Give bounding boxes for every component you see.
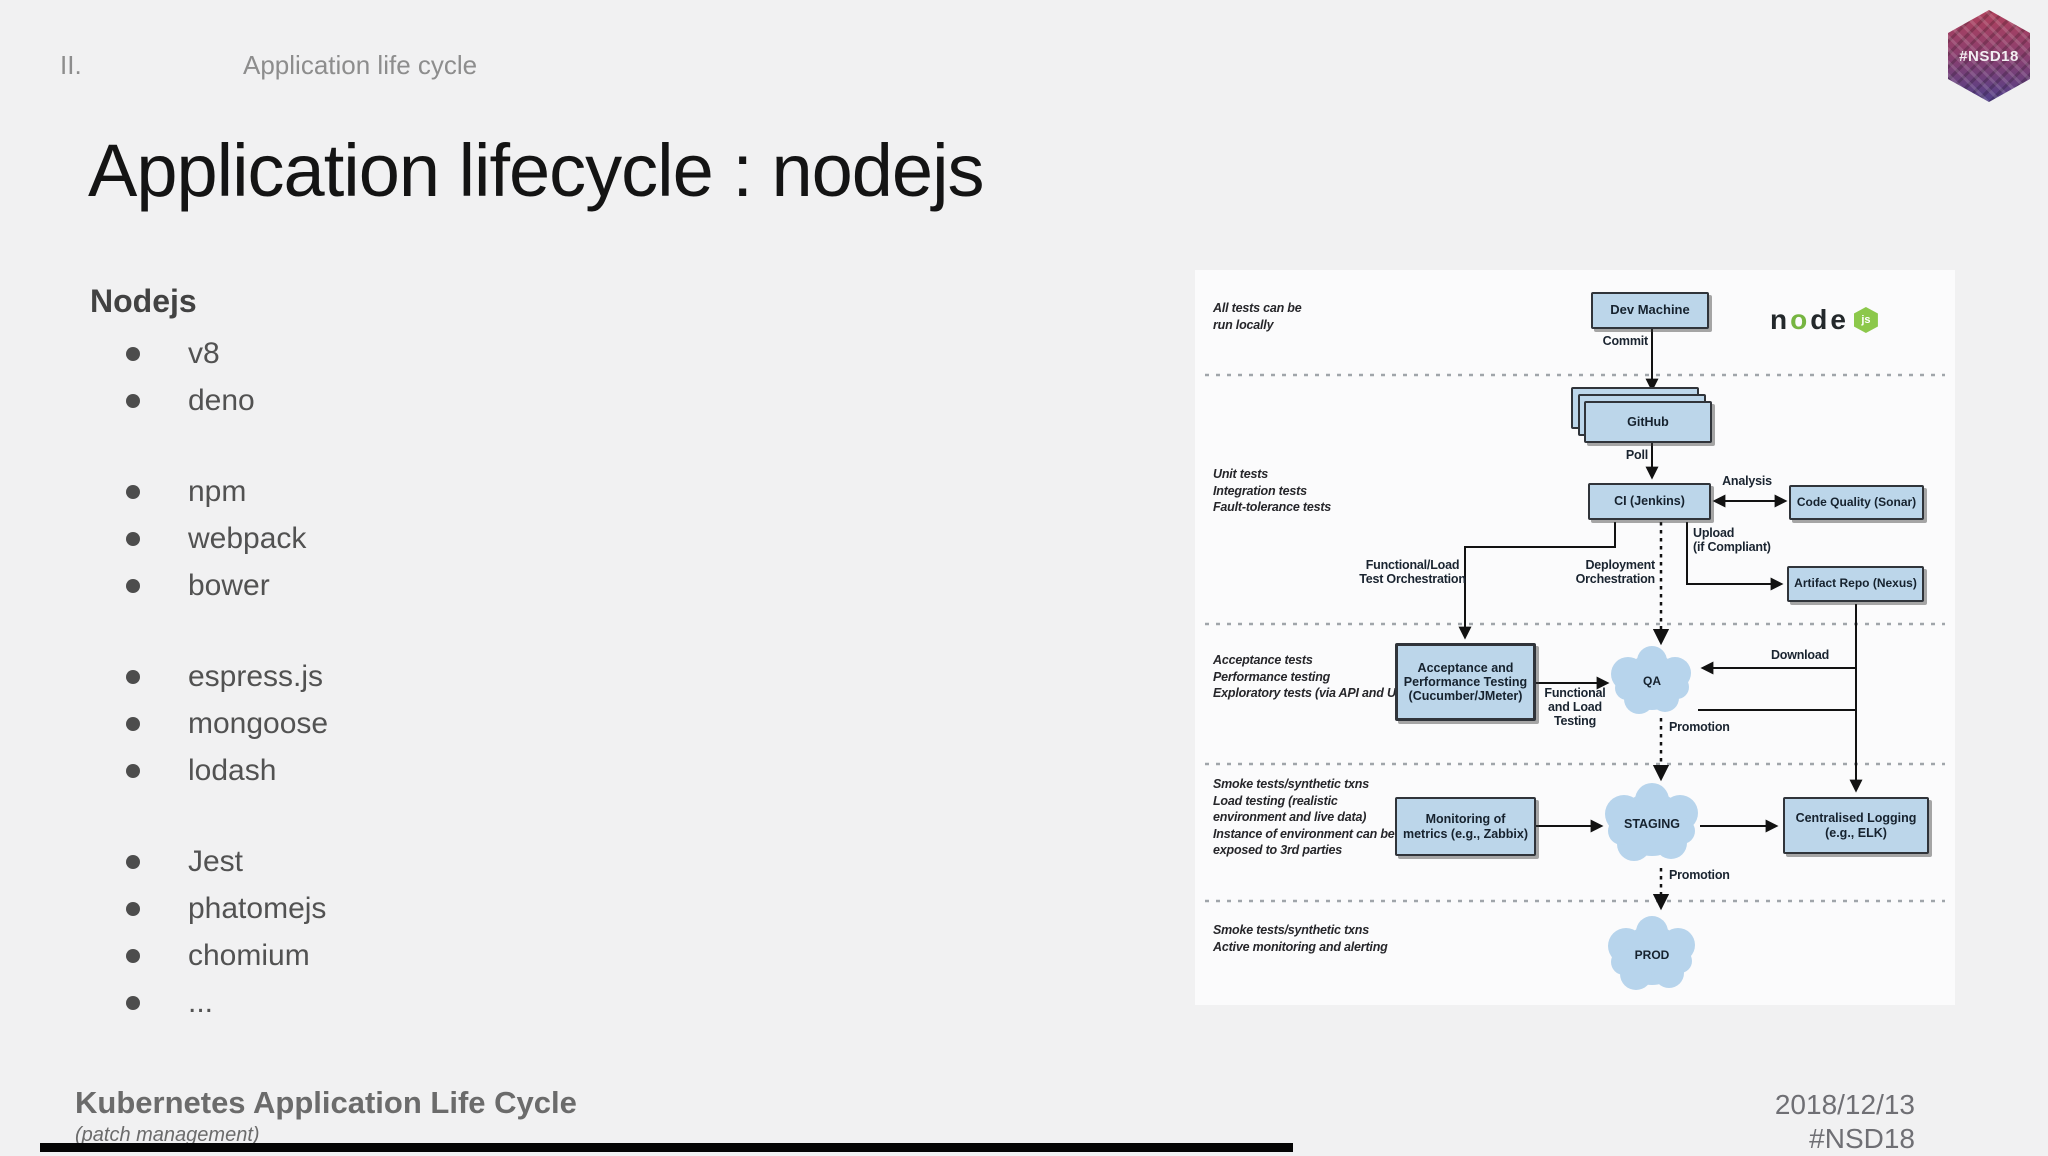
list-item: lodash [126,747,328,794]
list-item: v8 [126,330,328,377]
annotation-local: All tests can be run locally [1213,300,1373,333]
annotation-ci: Unit tests Integration tests Fault-toler… [1213,466,1393,516]
node-github: GitHub [1584,401,1712,443]
list-item-label: webpack [188,522,306,556]
nodejs-logo-letter: o [1790,306,1810,334]
bullet-icon [126,670,140,684]
node-artifact-repo: Artifact Repo (Nexus) [1787,566,1924,602]
list-item-label: ... [188,986,213,1020]
list-item: espress.js [126,653,328,700]
bullet-icon [126,485,140,499]
cloud-staging: STAGING [1607,817,1697,831]
footer-title: Kubernetes Application Life Cycle [75,1085,577,1121]
list-item: bower [126,562,328,609]
list-item: chomium [126,932,328,979]
edge-label-analysis: Analysis [1715,474,1779,488]
list-heading: Nodejs [90,283,197,320]
node-centralised-logging: Centralised Logging (e.g., ELK) [1783,797,1929,854]
edge-label-commit: Commit [1593,334,1648,348]
bullet-icon [126,996,140,1010]
list-item-label: v8 [188,337,220,371]
nsd18-logo: #NSD18 [1948,10,2030,102]
nsd18-logo-text: #NSD18 [1959,48,2019,65]
edge-label-promotion-qa: Promotion [1669,720,1730,734]
edge-label-upload: Upload (if Compliant) [1693,526,1788,554]
bullet-icon [126,949,140,963]
list-item: phatomejs [126,885,328,932]
footer-hashtag: #NSD18 [1775,1122,1915,1156]
list-item-label: espress.js [188,660,323,694]
edge-label-download: Download [1745,648,1855,662]
list-item-label: npm [188,475,246,509]
node-monitoring: Monitoring of metrics (e.g., Zabbix) [1395,797,1536,856]
footer-right: 2018/12/13 #NSD18 [1775,1088,1915,1156]
list-item-label: mongoose [188,707,328,741]
diagram-arrows [1195,270,1955,1005]
list-item-label: chomium [188,939,310,973]
bullet-group: npm webpack bower [126,468,328,609]
edge-label-promotion-staging: Promotion [1669,868,1730,882]
node-ci-jenkins: CI (Jenkins) [1588,483,1711,520]
bullet-icon [126,532,140,546]
bullet-icon [126,902,140,916]
list-item-label: bower [188,569,270,603]
section-number: II. [60,50,82,81]
list-item: webpack [126,515,328,562]
bullet-group: v8 deno [126,330,328,424]
node-acceptance-testing: Acceptance and Performance Testing (Cucu… [1395,643,1536,721]
page-title: Application lifecycle : nodejs [88,128,984,213]
pipeline-diagram: All tests can be run locally Unit tests … [1195,270,1955,1005]
bullet-list: v8 deno npm webpack bower espress.js mon… [126,330,328,1070]
list-item: deno [126,377,328,424]
list-item-label: Jest [188,845,243,879]
annotation-prod: Smoke tests/synthetic txns Active monito… [1213,922,1423,955]
bullet-icon [126,717,140,731]
bullet-icon [126,394,140,408]
bottom-bar [40,1143,1293,1152]
annotation-staging: Smoke tests/synthetic txns Load testing … [1213,776,1408,859]
list-item: ... [126,979,328,1026]
annotation-qa: Acceptance tests Performance testing Exp… [1213,652,1408,702]
bullet-group: espress.js mongoose lodash [126,653,328,794]
bullet-icon [126,579,140,593]
edge-label-deployment-orchestration: Deployment Orchestration [1545,558,1655,586]
cloud-qa: QA [1622,674,1682,688]
node-dev-machine: Dev Machine [1591,292,1709,329]
nodejs-logo-letter: n [1770,306,1790,334]
bullet-icon [126,764,140,778]
nodejs-hexagon-icon: js [1854,307,1878,333]
list-item: Jest [126,838,328,885]
section-title: Application life cycle [243,50,477,81]
edge-label-poll: Poll [1593,448,1648,462]
bullet-group: Jest phatomejs chomium ... [126,838,328,1026]
list-item-label: lodash [188,754,276,788]
list-item-label: phatomejs [188,892,326,926]
list-item-label: deno [188,384,255,418]
edge-label-functional-load-testing: Functional and Load Testing [1539,686,1611,728]
bullet-icon [126,347,140,361]
node-code-quality: Code Quality (Sonar) [1789,485,1924,520]
nodejs-logo-letter: de [1810,306,1849,334]
edge-label-functional-load-orchestration: Functional/Load Test Orchestration [1345,558,1480,586]
footer-date: 2018/12/13 [1775,1088,1915,1122]
bullet-icon [126,855,140,869]
cloud-prod: PROD [1617,948,1687,962]
list-item: mongoose [126,700,328,747]
list-item: npm [126,468,328,515]
